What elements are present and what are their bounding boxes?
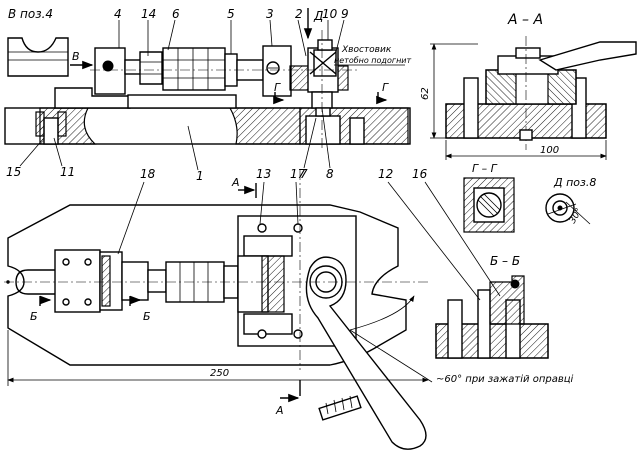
part-18: 18 [140, 167, 156, 181]
part-5: 5 [227, 7, 235, 21]
leaders [19, 19, 501, 301]
view-d-detail [545, 193, 591, 225]
front-view [4, 30, 411, 150]
angle-d-dimension: 30° [568, 207, 585, 226]
part-16: 16 [412, 167, 428, 181]
section-b-marks: Б Б [30, 295, 151, 323]
part-6: 6 [172, 7, 180, 21]
part-7: 7 [300, 167, 308, 181]
section-g-marks: Г Г [273, 81, 389, 105]
tail-note-line2: нетобно подогнит [334, 56, 411, 65]
section-a-bottom-label: А [275, 404, 284, 417]
width-aa-dimension: 100 [540, 145, 559, 156]
view-d-arrow: Д [303, 8, 323, 40]
part-3: 3 [266, 7, 274, 21]
plan-view [4, 170, 433, 450]
section-a-marks: А А [231, 176, 301, 417]
section-aa-title: А – А [507, 12, 543, 28]
section-gg [463, 177, 515, 233]
tail-annotation: Хвостовик нетобно подогнит [334, 45, 411, 66]
section-aa [430, 36, 637, 160]
section-bb-title: Б – Б [490, 254, 520, 268]
length-dimension-line [7, 330, 429, 386]
tail-note-line1: Хвостовик [341, 45, 392, 55]
part-10: 10 [322, 7, 338, 21]
view-b-arrow-label: В [72, 50, 80, 63]
section-g-left-label: Г [274, 81, 281, 94]
part-15: 15 [6, 165, 21, 179]
section-b-left-label: Б [30, 310, 38, 323]
section-a-top-label: А [231, 176, 240, 189]
part-14: 14 [141, 7, 156, 21]
part-4: 4 [114, 7, 122, 21]
view-b-title: В поз.4 [8, 7, 53, 21]
part-17: 17 [290, 167, 306, 181]
section-b-right-label: Б [143, 310, 151, 323]
height-dimension: 62 [420, 87, 431, 100]
part-8: 8 [326, 167, 334, 181]
angle-note: ~60° при зажатій оправці [436, 373, 574, 385]
part-2: 2 [295, 7, 303, 21]
view-b-arrow: В [70, 50, 94, 70]
part-13: 13 [256, 167, 271, 181]
view-d-arrow-label: Д [313, 9, 323, 23]
part-9: 9 [341, 7, 349, 21]
section-g-right-label: Г [382, 81, 389, 94]
part-1: 1 [196, 169, 204, 183]
view-b-detail [7, 37, 69, 77]
length-dimension: 250 [210, 368, 229, 379]
part-12: 12 [378, 167, 393, 181]
section-bb [435, 275, 549, 359]
part-11: 11 [60, 165, 75, 179]
section-gg-title: Г – Г [472, 162, 498, 175]
view-d-title: Д поз.8 [553, 176, 596, 189]
